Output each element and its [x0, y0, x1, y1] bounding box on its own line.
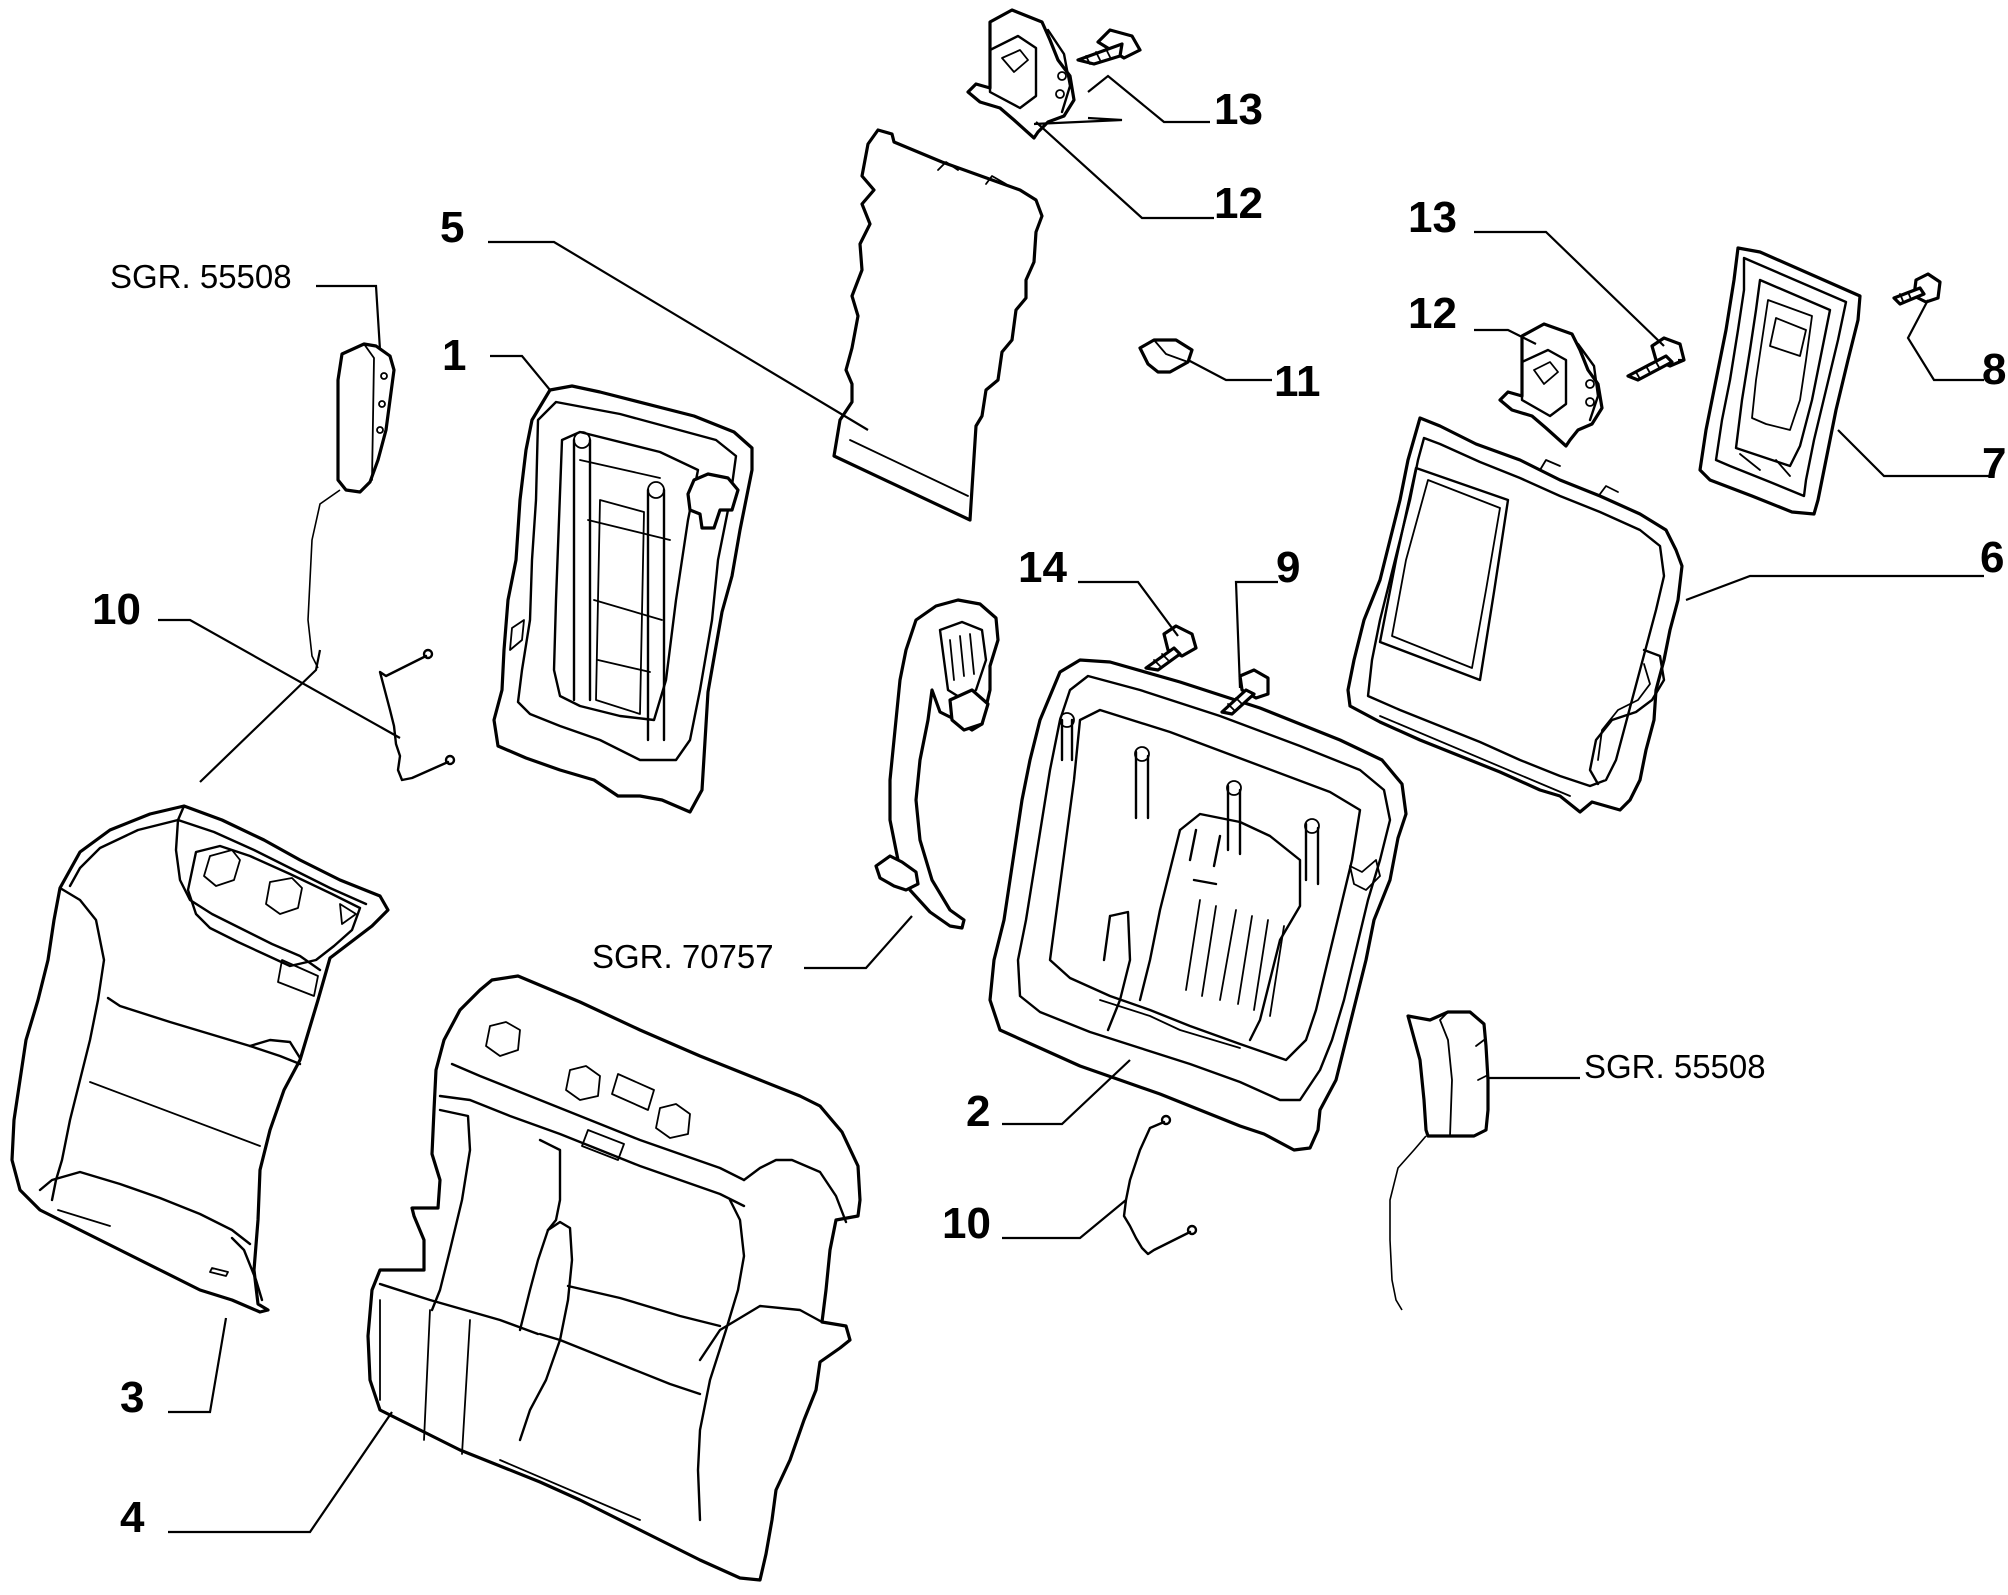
callout-5: 5	[440, 203, 464, 252]
part-7-armrest	[1698, 246, 1862, 516]
callout-7: 7	[1982, 439, 2006, 488]
part-13-screw-top	[1076, 28, 1142, 66]
part-8-screw	[1892, 272, 1942, 306]
part-10-cable-center	[1122, 1114, 1198, 1256]
callout-12-top: 12	[1214, 179, 1263, 228]
callout-3: 3	[120, 1373, 144, 1422]
part-11-clip	[1138, 338, 1194, 374]
part-2-backrest-frame	[988, 658, 1408, 1152]
part-4-cover-center	[366, 974, 862, 1582]
callout-12-right: 12	[1408, 289, 1457, 338]
callout-13-right: 13	[1408, 193, 1457, 242]
part-5-panel	[832, 128, 1044, 522]
callout-2: 2	[966, 1087, 990, 1136]
part-13-screw-right	[1626, 336, 1686, 382]
part-9-screw	[1220, 668, 1270, 716]
part-1-backrest-frame	[492, 384, 754, 814]
part-12-bracket-right	[1498, 322, 1604, 448]
callout-13-top: 13	[1214, 85, 1263, 134]
callout-1: 1	[442, 331, 466, 380]
part-12-bracket-top	[966, 8, 1076, 140]
part-3-cover-left	[10, 804, 390, 1314]
callout-14: 14	[1018, 543, 1067, 592]
part-anchor-left	[307, 342, 396, 669]
leader-lines	[158, 74, 1990, 1534]
callout-11: 11	[1274, 357, 1321, 406]
callout-10-left: 10	[92, 585, 141, 634]
reference-sgr-70757: SGR. 70757	[592, 938, 774, 975]
part-14-screw	[1144, 624, 1198, 672]
part-6-backrest-frame	[1346, 416, 1684, 814]
callout-6: 6	[1980, 533, 2004, 582]
part-belt-guide	[874, 598, 1000, 930]
callout-9: 9	[1276, 543, 1300, 592]
callout-4: 4	[120, 1493, 145, 1542]
callout-8: 8	[1982, 345, 2006, 394]
reference-sgr-55508-left: SGR. 55508	[110, 258, 292, 295]
callout-10-center: 10	[942, 1199, 991, 1248]
part-10-cable-left	[378, 648, 456, 782]
part-anchor-right	[1389, 1010, 1490, 1311]
reference-sgr-55508-right: SGR. 55508	[1584, 1048, 1766, 1085]
